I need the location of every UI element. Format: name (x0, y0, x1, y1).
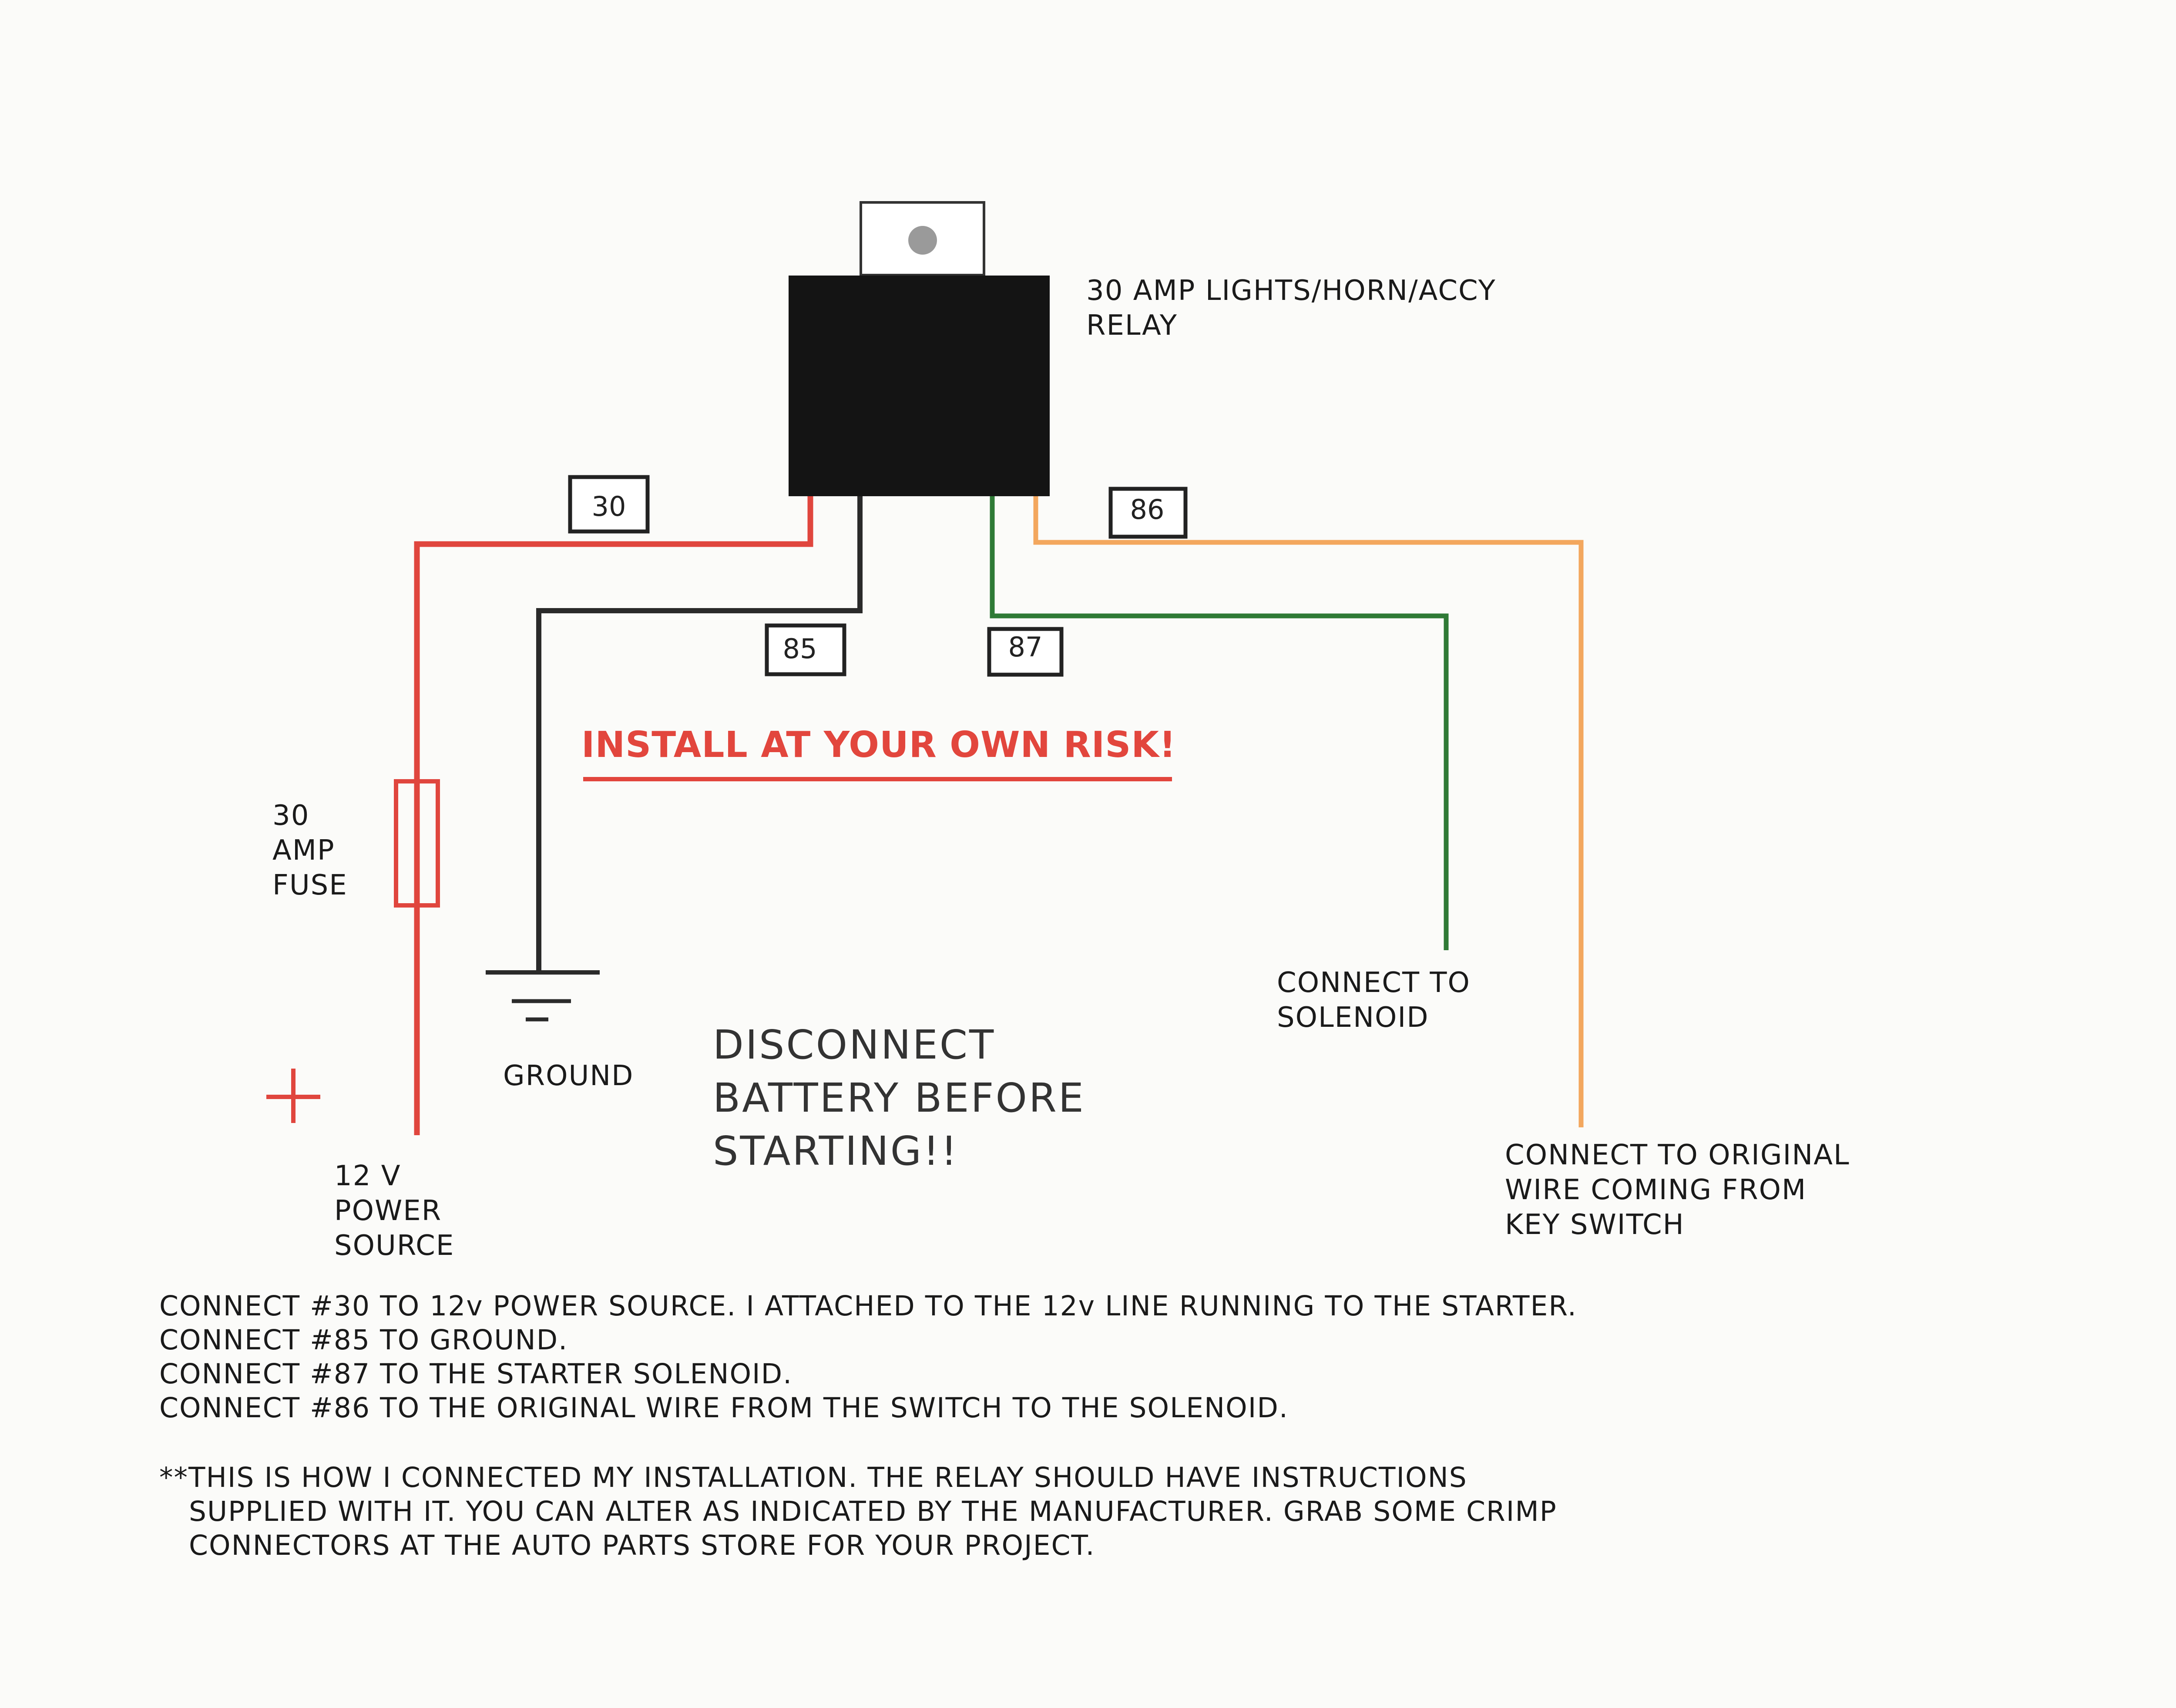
fuse-label-line-2: AMP (272, 834, 335, 867)
solenoid-label-line-1: CONNECT TO (1277, 967, 1471, 999)
pin-30-label: 30 (592, 491, 626, 522)
ground-label: GROUND (503, 1060, 634, 1092)
pin-85-label: 85 (783, 633, 817, 665)
note-line: SUPPLIED WITH IT. YOU CAN ALTER AS INDIC… (189, 1496, 1557, 1527)
solenoid-label-line-2: SOLENOID (1277, 1002, 1429, 1034)
relay-label-line-1: 30 AMP LIGHTS/HORN/ACCY (1086, 275, 1496, 307)
instruction-line: CONNECT #85 TO GROUND. (159, 1324, 568, 1356)
instruction-line: CONNECT #87 TO THE STARTER SOLENOID. (159, 1358, 793, 1390)
key-switch-line-3: KEY SWITCH (1505, 1209, 1685, 1241)
wire-green-pin87 (990, 496, 1449, 950)
pin-86-box: 86 (1108, 487, 1188, 539)
relay-label-line-2: RELAY (1086, 309, 1178, 342)
key-switch-line-2: WIRE COMING FROM (1505, 1174, 1807, 1206)
relay-mounting-hole (908, 226, 937, 255)
key-switch-label: CONNECT TO ORIGINAL WIRE COMING FROM KEY… (1505, 1138, 1850, 1242)
relay-label: 30 AMP LIGHTS/HORN/ACCY RELAY (1086, 273, 1496, 343)
instructions-block: CONNECT #30 TO 12v POWER SOURCE. I ATTAC… (159, 1289, 1577, 1425)
power-label-line-1: 12 V (334, 1160, 401, 1192)
instruction-line: CONNECT #86 TO THE ORIGINAL WIRE FROM TH… (159, 1392, 1289, 1424)
fuse-label-line-1: 30 (272, 800, 310, 832)
solenoid-label: CONNECT TO SOLENOID (1277, 965, 1471, 1035)
wire-orange-pin86 (1033, 496, 1584, 1127)
instruction-line: CONNECT #30 TO 12v POWER SOURCE. I ATTAC… (159, 1290, 1577, 1322)
fuse-symbol (394, 779, 440, 908)
pin-87-box: 87 (987, 627, 1064, 677)
fuse-label: 30 AMP FUSE (272, 798, 348, 903)
warning-text: INSTALL AT YOUR OWN RISK! (581, 724, 1176, 766)
pin-30-box: 30 (568, 475, 650, 534)
power-label-line-2: POWER (334, 1195, 442, 1227)
relay-body (789, 276, 1050, 496)
pin-86-label: 86 (1130, 494, 1165, 525)
pin-85-box: 85 (765, 623, 846, 676)
disconnect-line-2: BATTERY BEFORE (713, 1075, 1085, 1121)
wire-red-pin30 (414, 496, 813, 1135)
key-switch-line-1: CONNECT TO ORIGINAL (1505, 1139, 1850, 1171)
installation-note: **THIS IS HOW I CONNECTED MY INSTALLATIO… (159, 1461, 1557, 1563)
wire-black-pin85 (536, 496, 863, 972)
disconnect-line-1: DISCONNECT (713, 1022, 996, 1068)
disconnect-battery-warning: DISCONNECT BATTERY BEFORE STARTING!! (713, 1019, 1085, 1178)
note-line: **THIS IS HOW I CONNECTED MY INSTALLATIO… (159, 1462, 1467, 1493)
power-label-line-3: SOURCE (334, 1230, 455, 1262)
fuse-label-line-3: FUSE (272, 869, 348, 901)
disconnect-line-3: STARTING!! (713, 1128, 959, 1174)
note-line: CONNECTORS AT THE AUTO PARTS STORE FOR Y… (189, 1530, 1095, 1561)
power-source-label: 12 V POWER SOURCE (334, 1159, 454, 1263)
pin-87-label: 87 (1008, 631, 1043, 663)
